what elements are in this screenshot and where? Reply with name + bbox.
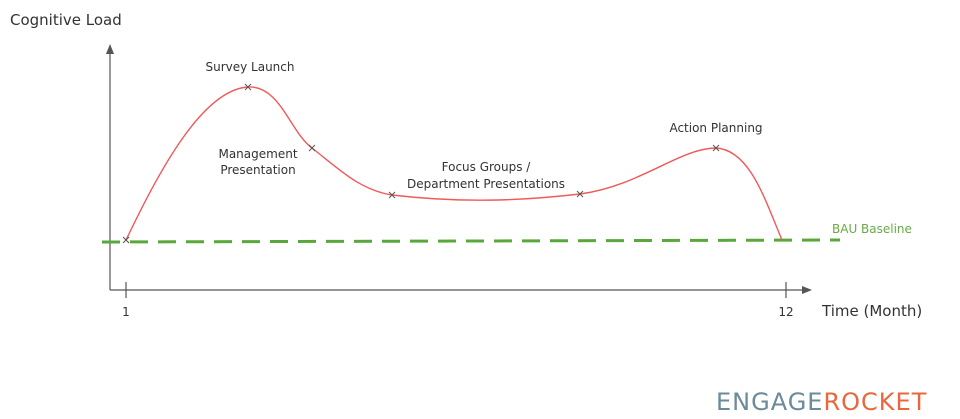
event-marker-management-presentation — [308, 144, 316, 152]
svg-text:ENGAGEROCKET: ENGAGEROCKET — [716, 388, 927, 416]
event-marker-focus-groups-start — [388, 191, 396, 199]
baseline-label: BAU Baseline — [832, 222, 912, 236]
x-axis-label: Time (Month) — [821, 302, 922, 320]
event-label-management-line1: Management — [218, 147, 297, 161]
y-axis-arrow — [106, 44, 114, 54]
event-label-action-planning: Action Planning — [669, 121, 762, 135]
event-marker-survey-launch — [244, 83, 252, 91]
event-marker-focus-groups-end — [576, 190, 584, 198]
y-axis-label: Cognitive Load — [10, 11, 122, 29]
logo-engage-text: ENGAGE — [716, 388, 823, 416]
event-label-focus-line1: Focus Groups / — [442, 160, 532, 174]
event-label-survey-launch: Survey Launch — [205, 60, 294, 74]
x-tick-label-12: 12 — [778, 305, 793, 319]
event-marker-month-1 — [122, 236, 130, 244]
x-tick-label-1: 1 — [122, 305, 130, 319]
logo-rocket-text: ROCKET — [823, 388, 927, 416]
engagerocket-logo: ENGAGEROCKET — [716, 388, 927, 416]
bau-baseline — [101, 238, 841, 244]
event-label-focus-line2: Department Presentations — [407, 177, 565, 191]
event-marker-action-planning — [712, 144, 720, 152]
x-axis-arrow — [802, 286, 812, 294]
event-label-management-line2: Presentation — [220, 163, 295, 177]
